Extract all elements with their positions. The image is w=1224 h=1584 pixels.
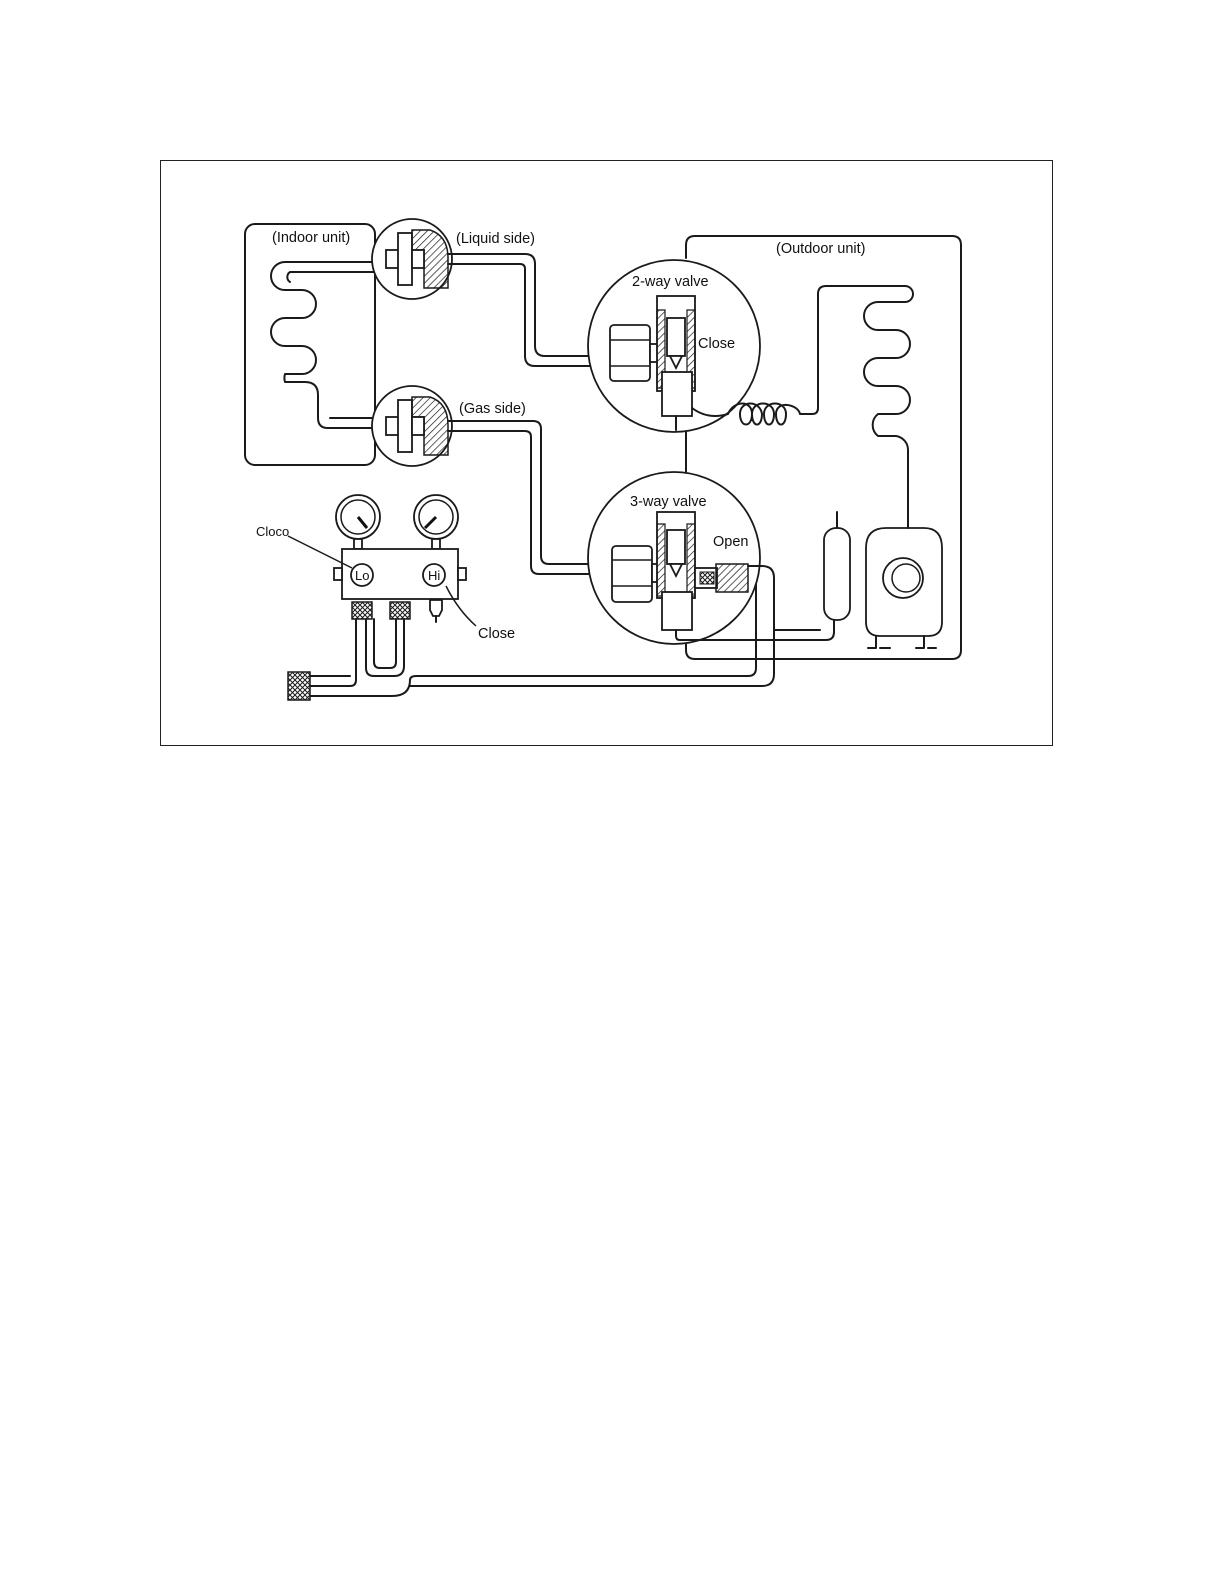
liquid-pipe — [448, 254, 610, 356]
liquid-pipe-inner — [448, 264, 610, 366]
condenser-coil — [864, 302, 910, 528]
liquid-side-label: (Liquid side) — [456, 231, 535, 247]
center-hose-fitting — [390, 602, 410, 619]
gas-side-label: (Gas side) — [459, 401, 526, 417]
three-way-valve-label: 3-way valve — [630, 494, 707, 510]
three-way-valve-state: Open — [713, 534, 748, 550]
two-way-flare-nut — [610, 325, 650, 381]
manifold-gauge: Lo Hi Cloco Close — [256, 495, 515, 642]
compressor — [866, 518, 942, 648]
hi-knob-label: Hi — [428, 568, 440, 583]
indoor-coil — [271, 262, 380, 428]
liquid-side-connector — [372, 219, 452, 299]
two-way-valve-label: 2-way valve — [632, 274, 709, 290]
service-port-cap — [716, 564, 748, 592]
lo-gauge-state-label: Cloco — [256, 524, 289, 539]
lo-hose-fitting — [352, 602, 372, 619]
two-way-valve-stem — [667, 318, 685, 356]
hi-gauge-state-label: Close — [478, 626, 515, 642]
gas-side-connector — [372, 386, 452, 466]
three-way-flare-nut — [612, 546, 652, 602]
hose-end-fitting — [288, 672, 310, 700]
two-way-valve-state: Close — [698, 336, 735, 352]
hi-port-fitting — [430, 600, 442, 616]
three-way-valve-stem — [667, 530, 685, 564]
lo-knob-label: Lo — [355, 568, 369, 583]
accumulator — [824, 528, 850, 620]
indoor-unit — [245, 224, 380, 465]
indoor-unit-label: (Indoor unit) — [272, 230, 350, 246]
three-way-valve: 3-way valve Open — [588, 472, 760, 644]
outdoor-unit-label: (Outdoor unit) — [776, 241, 865, 257]
